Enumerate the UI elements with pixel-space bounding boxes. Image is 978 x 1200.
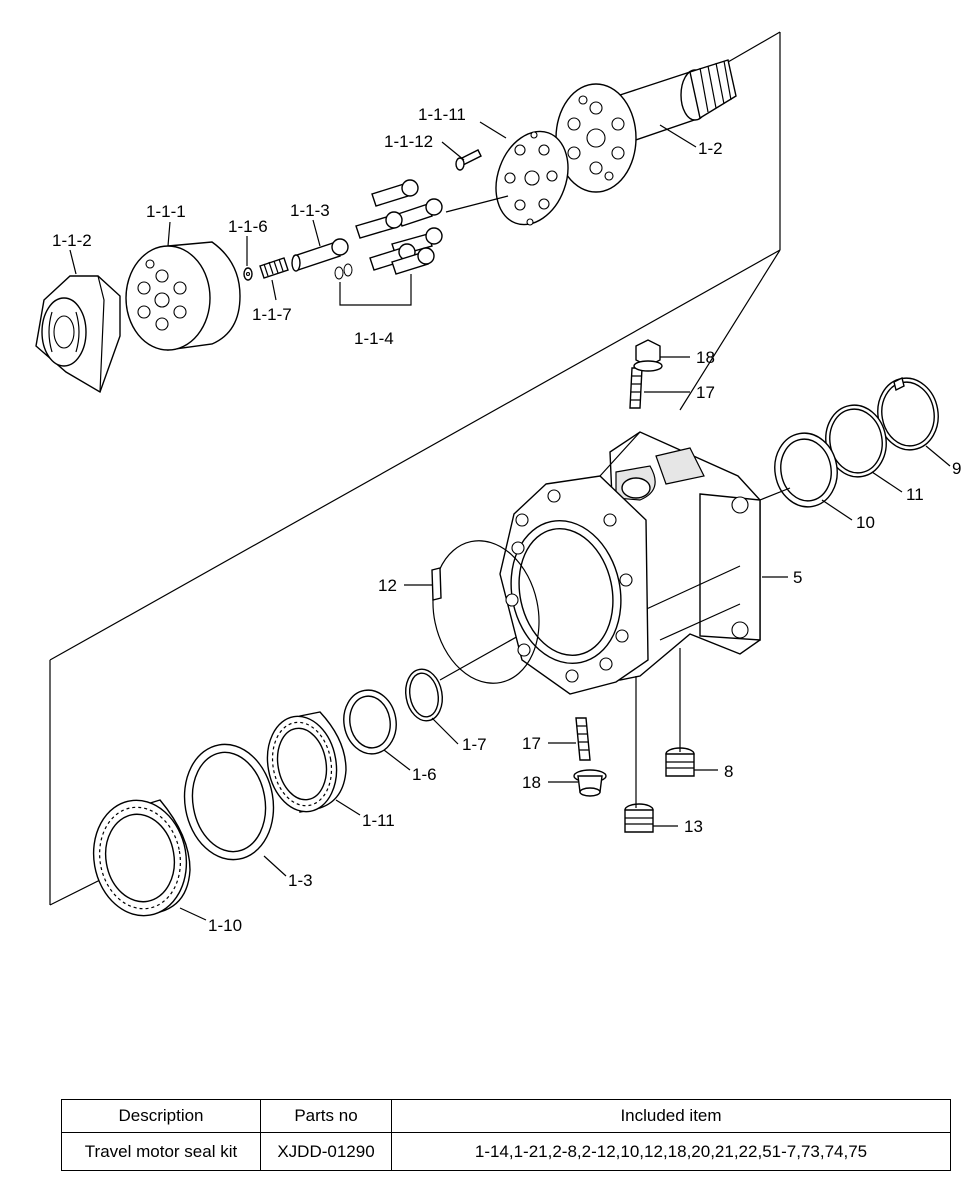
part-drive-shaft (555, 59, 737, 193)
part-plug-b (624, 803, 654, 833)
part-small-screw (455, 149, 482, 171)
part-valve-plate (35, 275, 121, 394)
label-1-1-6: 1-1-6 (228, 217, 268, 236)
header-parts-no: Parts no (260, 1099, 392, 1133)
label-1-7: 1-7 (462, 735, 487, 754)
part-cylinder-block (125, 241, 241, 351)
seal-kit-table: Description Parts no Included item Trave… (61, 1099, 951, 1171)
label-18-bottom: 18 (522, 773, 541, 792)
cell-description: Travel motor seal kit (61, 1132, 261, 1171)
part-retainer-plate (495, 130, 569, 226)
label-1-11: 1-11 (362, 811, 395, 830)
label-10: 10 (856, 513, 875, 532)
label-1-1-7: 1-1-7 (252, 305, 292, 324)
part-backup-ring (825, 404, 887, 478)
label-1-1-11: 1-1-11 (418, 105, 466, 124)
label-1-3: 1-3 (288, 871, 313, 890)
part-o-ring-large (431, 540, 540, 684)
part-needle-bearing (266, 711, 347, 813)
part-oil-seal (183, 743, 275, 861)
label-12: 12 (378, 576, 397, 595)
cell-parts-no: XJDD-01290 (260, 1132, 392, 1171)
part-guide-piston (291, 238, 349, 272)
label-1-6: 1-6 (412, 765, 437, 784)
part-retaining-ring (405, 668, 443, 722)
label-17-top: 17 (696, 383, 715, 402)
assembly-frame (49, 31, 781, 905)
header-description: Description (61, 1099, 261, 1133)
part-floating-seal (774, 432, 838, 508)
part-washer (243, 267, 253, 281)
part-motor-housing (499, 431, 761, 695)
label-1-1-4: 1-1-4 (354, 329, 394, 348)
label-1-1-3: 1-1-3 (290, 201, 330, 220)
label-1-1-2: 1-1-2 (52, 231, 92, 250)
label-1-1-1: 1-1-1 (146, 202, 186, 221)
label-1-1-12: 1-1-12 (384, 132, 433, 151)
part-stud-bolt-bottom (575, 717, 591, 761)
part-stud-bolt-top (629, 367, 643, 409)
part-roller-bearing (92, 799, 191, 917)
table-row: Travel motor seal kit XJDD-01290 1-14,1-… (61, 1132, 951, 1171)
part-piston-set (334, 179, 443, 306)
label-1-2: 1-2 (698, 139, 723, 158)
header-included-item: Included item (391, 1099, 951, 1133)
label-9: 9 (952, 459, 961, 478)
label-18-top: 18 (696, 348, 715, 367)
part-snap-ring (877, 376, 939, 451)
exploded-parts-diagram: 1-1-11 1-1-12 1-2 1-1-1 1-1-6 1-1-3 1-1-… (35, 31, 961, 935)
table-header-row: Description Parts no Included item (61, 1099, 951, 1133)
part-flange-nut-top (633, 339, 663, 372)
label-1-10: 1-10 (208, 916, 242, 935)
label-13: 13 (684, 817, 703, 836)
label-5: 5 (793, 568, 802, 587)
cell-included-item: 1-14,1-21,2-8,2-12,10,12,18,20,21,22,51-… (391, 1132, 951, 1171)
part-flange-nut-bottom (573, 769, 607, 797)
leader-lines (69, 121, 951, 921)
label-8: 8 (724, 762, 733, 781)
part-spring (259, 257, 289, 279)
label-11: 11 (906, 485, 924, 504)
part-collar (343, 689, 397, 755)
label-17-bottom: 17 (522, 734, 541, 753)
part-plug-a (665, 747, 695, 777)
